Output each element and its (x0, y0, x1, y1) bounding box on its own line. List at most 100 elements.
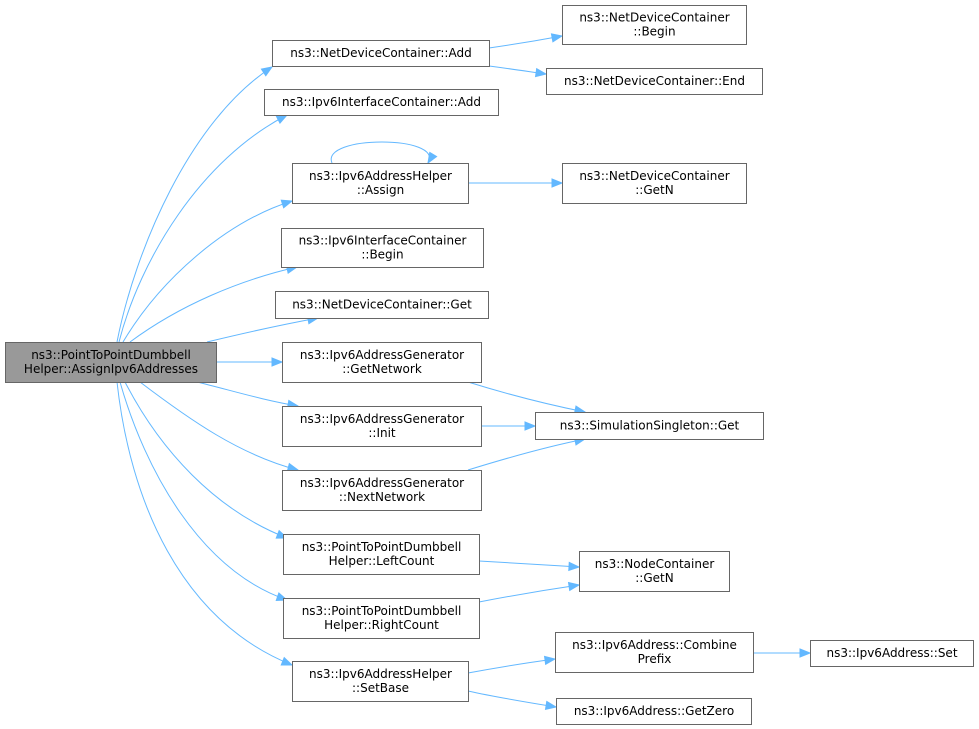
edge-root-to-iah-assign-arrowhead (280, 199, 294, 209)
edge-ptp-rightcount-to-nc-getn-arrowhead (567, 581, 581, 592)
edge-root-to-ptp-leftcount (124, 381, 288, 539)
node-box (535, 412, 764, 440)
edge-iag-init-to-ss-get-arrowhead (524, 421, 537, 431)
node-label-line: ::GetN (635, 571, 673, 585)
node-ndc-getn[interactable]: ns3::NetDeviceContainer::GetN (562, 163, 747, 204)
edge-root-to-iag-nextnetwork (139, 381, 299, 471)
node-box (282, 406, 482, 447)
node-label-line: Helper::LeftCount (329, 554, 435, 568)
edge-ptp-leftcount-to-nc-getn (478, 560, 580, 568)
node-label-line: ns3::PointToPointDumbbell (302, 604, 462, 618)
node-box (292, 661, 469, 702)
edge-ndc-add-to-ndc-end-arrowhead (534, 67, 548, 78)
node-label-line: ::NextNetwork (339, 490, 425, 504)
edge-iah-setbase-to-ia-combineprefix (467, 658, 556, 674)
edge-root-to-iic-add (118, 114, 288, 343)
node-iah-setbase[interactable]: ns3::Ipv6AddressHelper::SetBase (292, 661, 469, 702)
node-label-line: ::GetN (635, 183, 673, 197)
node-box (272, 40, 490, 67)
node-label-line: ns3::Ipv6Address::Combine (572, 638, 737, 652)
edge-ndc-add-to-ndc-begin-arrowhead (550, 33, 564, 43)
node-box (562, 163, 747, 204)
node-box (282, 342, 482, 383)
node-label-line: ::Assign (357, 183, 404, 197)
node-root[interactable]: ns3::PointToPointDumbbellHelper::AssignI… (5, 342, 217, 383)
node-box (275, 291, 489, 319)
node-box (283, 534, 480, 575)
edge-iag-getnetwork-to-ss-get (467, 381, 586, 413)
node-ndc-end[interactable]: ns3::NetDeviceContainer::End (546, 68, 763, 95)
edge-ia-combineprefix-to-ia-set-arrowhead (799, 648, 812, 658)
edge-ndc-add-to-ndc-begin (488, 35, 563, 49)
node-label-line: ::Begin (361, 248, 403, 262)
node-label-line: ns3::Ipv6AddressHelper (309, 169, 452, 183)
node-label-line: ns3::NetDeviceContainer (579, 169, 729, 183)
node-iah-assign[interactable]: ns3::Ipv6AddressHelper::Assign (292, 163, 469, 204)
node-label-line: ns3::Ipv6InterfaceContainer (299, 234, 467, 248)
edge-iag-nextnetwork-to-ss-get (467, 438, 586, 471)
edge-iah-assign-to-iah-assign (330, 141, 431, 164)
node-iic-add[interactable]: ns3::Ipv6InterfaceContainer::Add (264, 89, 499, 116)
edge-ptp-rightcount-to-nc-getn (478, 584, 580, 603)
node-label-line: ns3::SimulationSingleton::Get (560, 419, 740, 433)
node-label-line: ::Begin (633, 25, 675, 39)
node-box (292, 163, 469, 204)
node-iag-nextnetwork[interactable]: ns3::Ipv6AddressGenerator::NextNetwork (282, 470, 482, 511)
node-label-line: ::SetBase (352, 681, 409, 695)
edge-root-to-iah-assign (122, 200, 293, 343)
node-label-line: ::GetNetwork (342, 362, 422, 376)
node-label-line: ns3::Ipv6AddressHelper (309, 667, 452, 681)
node-label-line: ns3::Ipv6Address::GetZero (574, 704, 734, 718)
node-label-line: ns3::Ipv6AddressGenerator (300, 412, 464, 426)
edge-iah-setbase-to-ia-combineprefix-arrowhead (543, 655, 557, 666)
edge-root-to-ptp-rightcount (119, 381, 288, 601)
node-ndc-begin[interactable]: ns3::NetDeviceContainer::Begin (562, 5, 747, 45)
node-ptp-leftcount[interactable]: ns3::PointToPointDumbbellHelper::LeftCou… (283, 534, 480, 575)
node-box (5, 342, 217, 383)
node-label-line: Prefix (638, 652, 672, 666)
node-iic-begin[interactable]: ns3::Ipv6InterfaceContainer::Begin (281, 228, 484, 268)
node-box (562, 5, 747, 45)
edge-root-to-ndc-add (116, 66, 273, 343)
node-label-line: ::Init (368, 426, 396, 440)
node-label-line: ns3::NetDeviceContainer::End (564, 74, 745, 88)
edge-root-to-ndc-get (206, 317, 319, 343)
node-box (579, 551, 730, 592)
node-label-line: ns3::PointToPointDumbbell (302, 540, 462, 554)
node-label-line: ns3::NetDeviceContainer::Get (292, 298, 472, 312)
node-iag-getnetwork[interactable]: ns3::Ipv6AddressGenerator::GetNetwork (282, 342, 482, 383)
node-label-line: ns3::NetDeviceContainer::Add (290, 46, 471, 60)
node-label-line: ns3::Ipv6InterfaceContainer::Add (282, 95, 481, 109)
edge-iah-assign-to-ndc-getn-arrowhead (551, 178, 564, 188)
node-label-line: Helper::AssignIpv6Addresses (24, 362, 198, 376)
edge-root-to-iic-add-arrowhead (275, 114, 289, 125)
node-box (556, 698, 752, 725)
node-ia-getzero[interactable]: ns3::Ipv6Address::GetZero (556, 698, 752, 725)
node-label-line: ns3::Ipv6Address::Set (826, 646, 957, 660)
node-ndc-add[interactable]: ns3::NetDeviceContainer::Add (272, 40, 490, 67)
node-label-line: ns3::Ipv6AddressGenerator (300, 476, 464, 490)
nodes-layer: ns3::PointToPointDumbbellHelper::AssignI… (5, 5, 974, 725)
node-ss-get[interactable]: ns3::SimulationSingleton::Get (535, 412, 764, 440)
node-box (283, 598, 480, 639)
node-nc-getn[interactable]: ns3::NodeContainer::GetN (579, 551, 730, 592)
edge-iah-setbase-to-ia-getzero-arrowhead (544, 700, 558, 711)
node-box (555, 632, 754, 673)
edge-iah-assign-to-iah-assign-arrowhead (427, 151, 438, 165)
node-iag-init[interactable]: ns3::Ipv6AddressGenerator::Init (282, 406, 482, 447)
edge-root-to-iic-begin (129, 266, 298, 343)
node-label-line: ns3::Ipv6AddressGenerator (300, 348, 464, 362)
node-label-line: ns3::PointToPointDumbbell (31, 348, 191, 362)
node-label-line: Helper::RightCount (324, 618, 439, 632)
node-ndc-get[interactable]: ns3::NetDeviceContainer::Get (275, 291, 489, 319)
node-ia-set[interactable]: ns3::Ipv6Address::Set (810, 640, 974, 667)
node-box (546, 68, 763, 95)
edge-iah-setbase-to-ia-getzero (467, 690, 557, 708)
edge-ptp-leftcount-to-nc-getn-arrowhead (568, 561, 581, 572)
node-label-line: ns3::NetDeviceContainer (579, 11, 729, 25)
edge-root-to-iag-getnetwork-arrowhead (271, 357, 284, 367)
node-ptp-rightcount[interactable]: ns3::PointToPointDumbbellHelper::RightCo… (283, 598, 480, 639)
node-box (264, 89, 499, 116)
